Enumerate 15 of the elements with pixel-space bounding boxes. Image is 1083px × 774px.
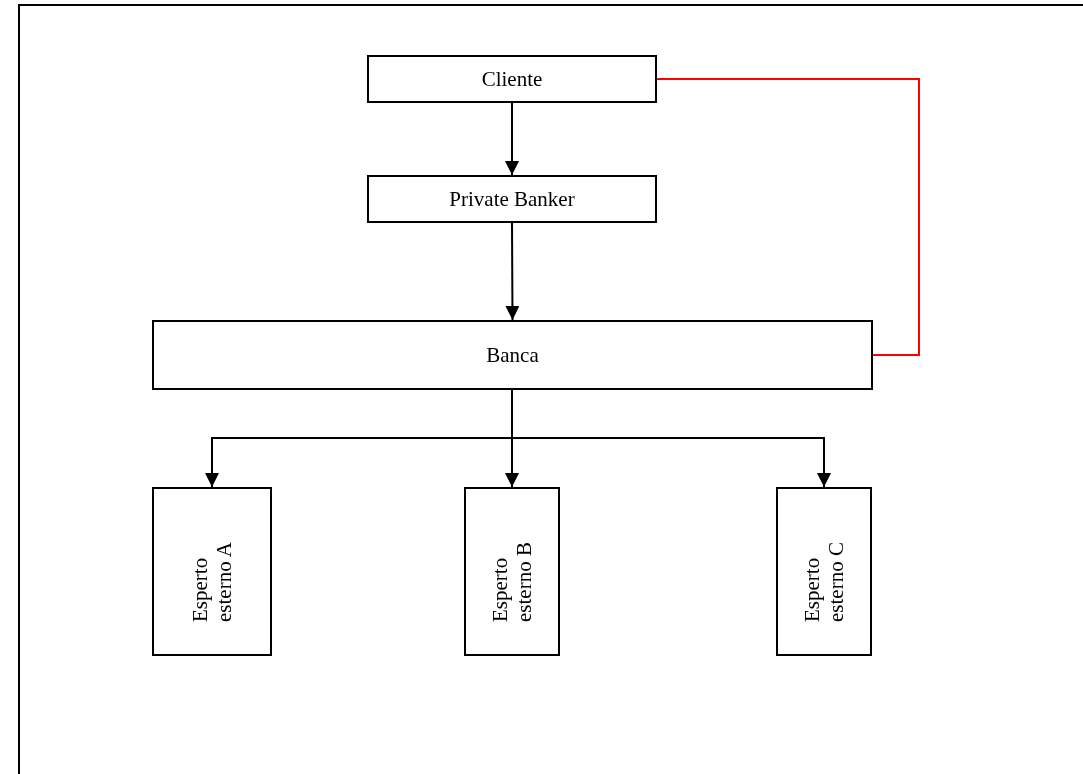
process-box <box>367 175 657 223</box>
connector-line <box>656 78 920 356</box>
process-box <box>776 487 872 656</box>
node-label: Private Banker <box>449 186 575 212</box>
arrow <box>505 102 519 176</box>
node-label: Cliente <box>481 66 543 92</box>
node-label: Esperto esterno B <box>487 540 537 622</box>
process-box <box>152 487 272 656</box>
arrow <box>505 222 520 321</box>
node-label: Esperto esterno A <box>187 540 237 622</box>
process-box <box>464 487 560 656</box>
node-label: Banca <box>486 342 539 368</box>
process-box <box>367 55 657 103</box>
process-box <box>152 320 873 390</box>
node-label: Esperto esterno C <box>799 540 849 622</box>
